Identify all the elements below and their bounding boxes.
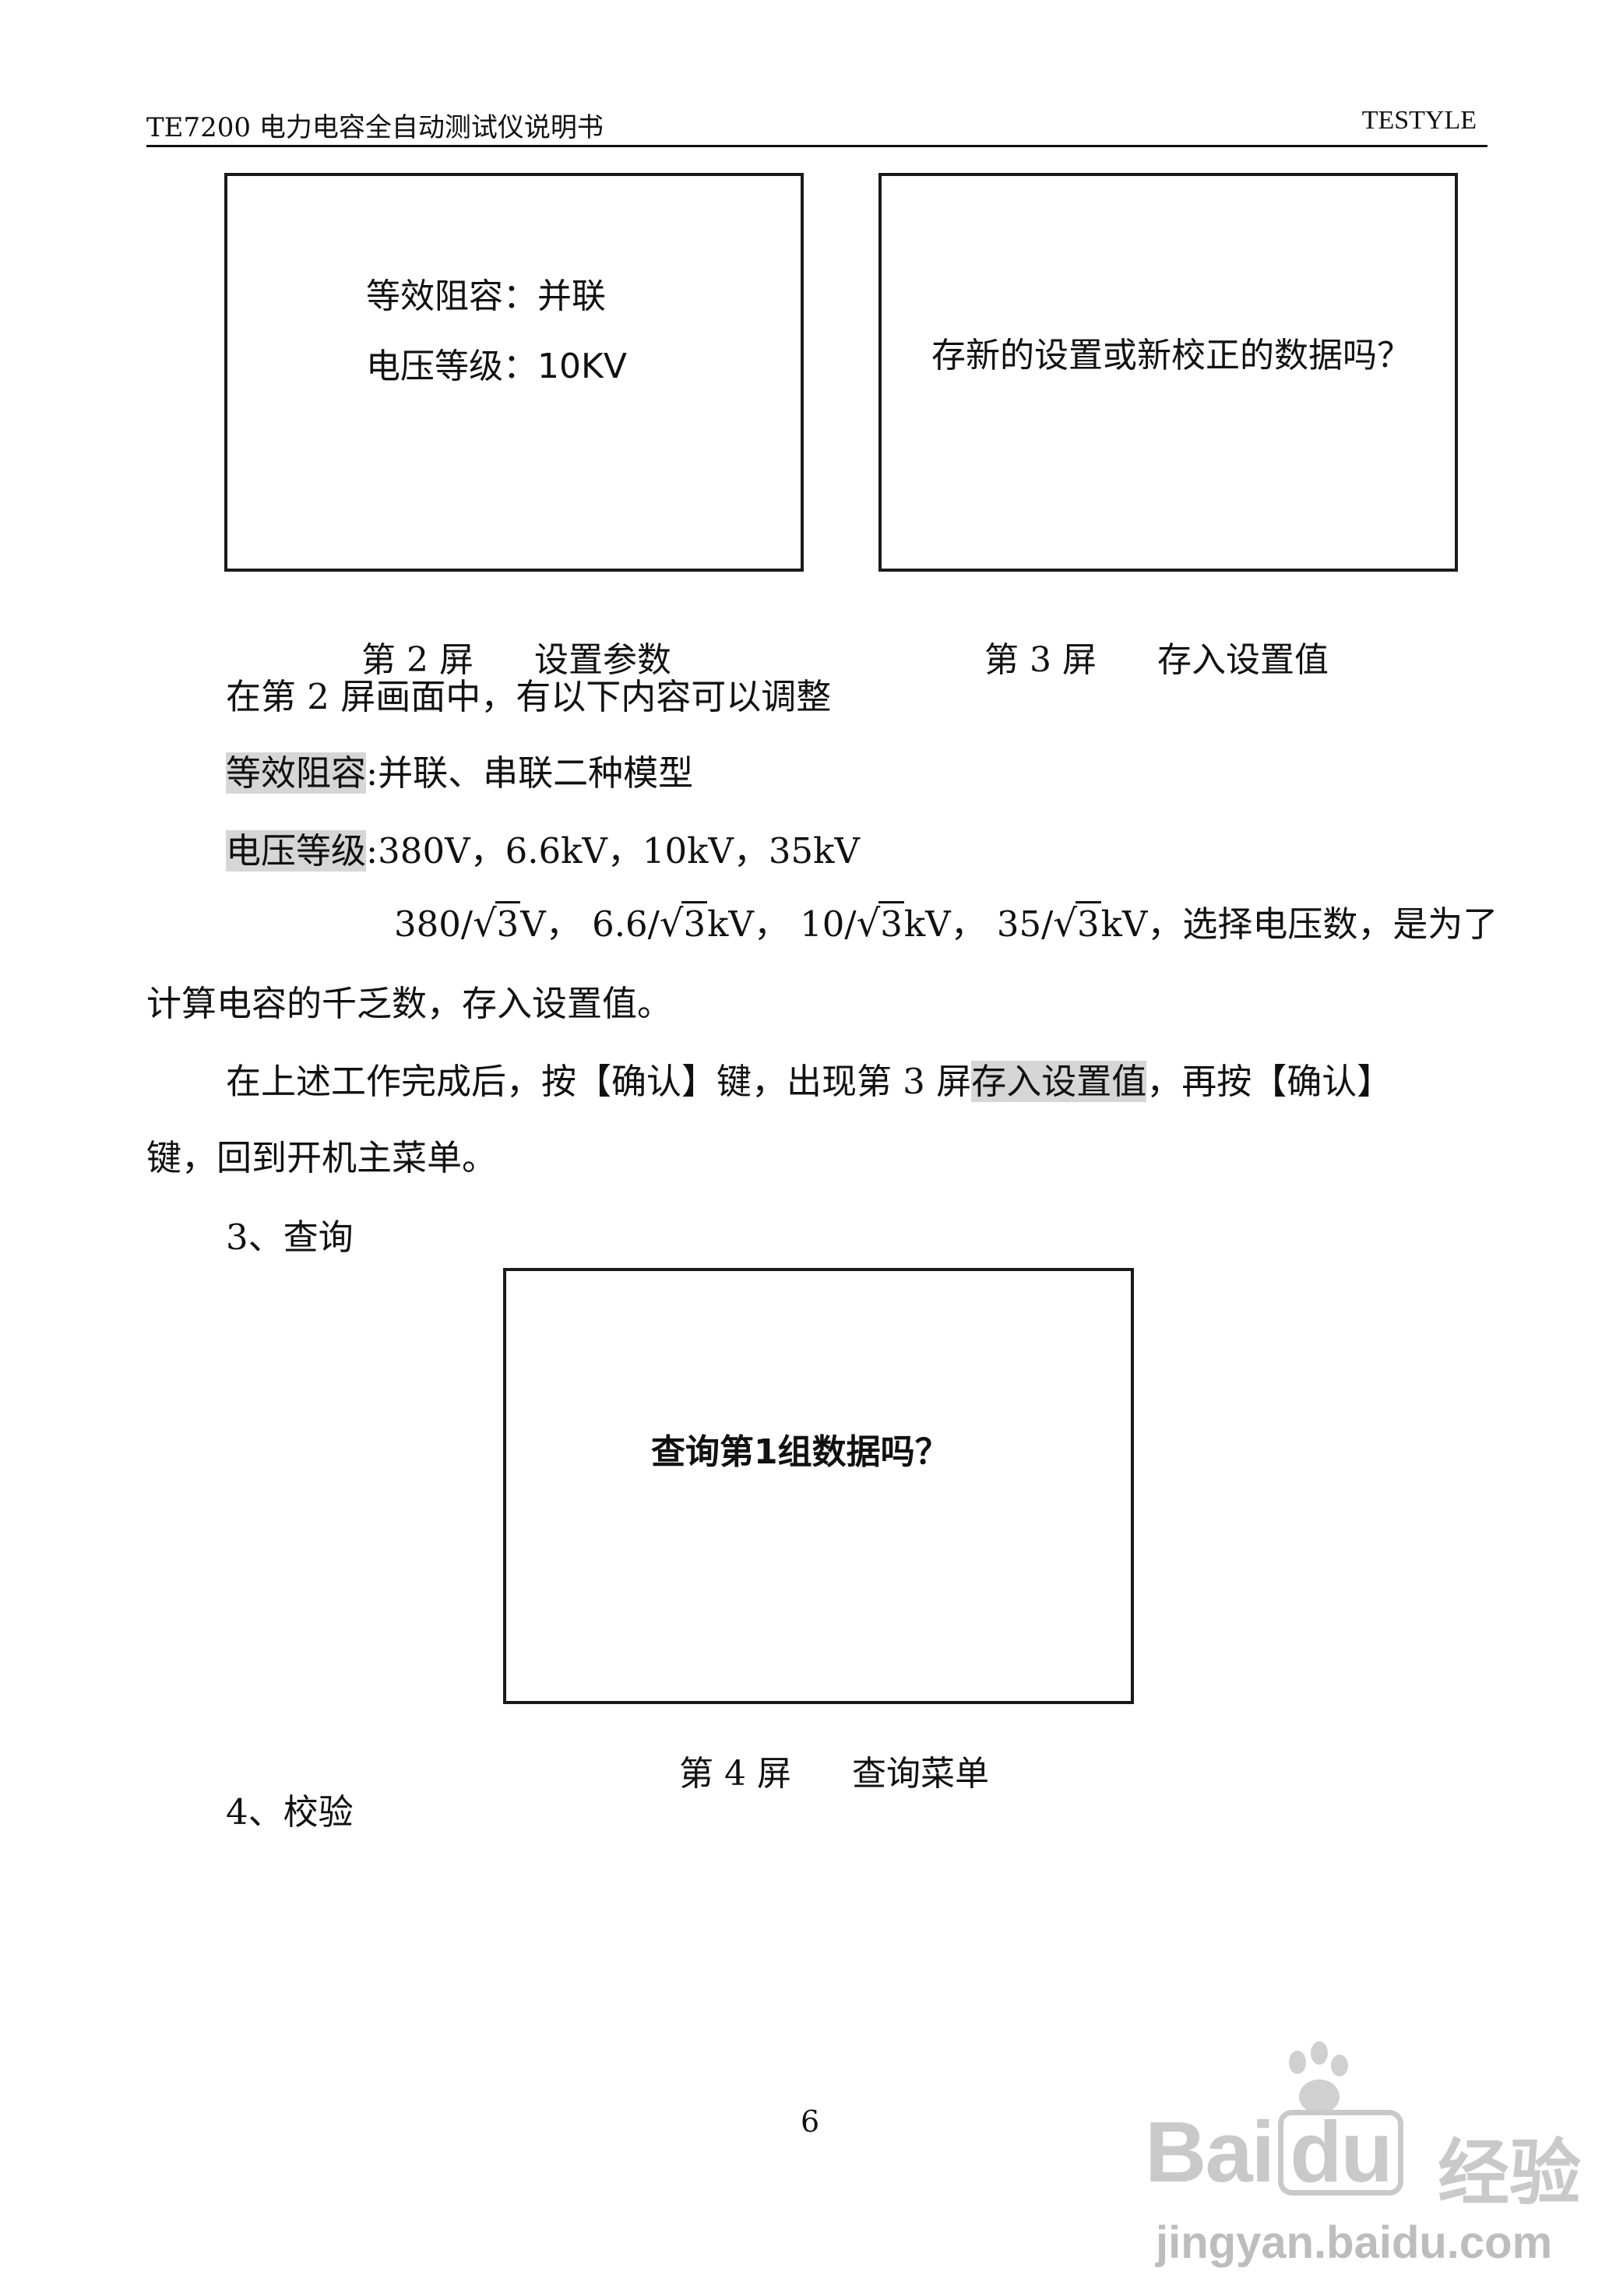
- voltage-380: 380/: [394, 903, 474, 945]
- screen-4-number: 第 4 屏: [678, 1754, 791, 1794]
- paragraph-return-menu: 键，回到开机主菜单。: [146, 1137, 498, 1178]
- screen-4-caption: 第 4 屏 查询菜单: [657, 1706, 989, 1795]
- screen-2-display: 等效阻容：并联 电压等级：10KV: [224, 173, 804, 572]
- equivalent-rc-line: 等效阻容：并联: [366, 276, 606, 316]
- watermark-brand-du: du: [1278, 2110, 1403, 2196]
- screen-4-display: 查询第1组数据吗？: [503, 1268, 1134, 1704]
- header-divider: [146, 145, 1487, 147]
- document-title: TE7200 电力电容全自动测试仪说明书: [146, 112, 604, 143]
- screen-2-title: 设置参数: [533, 640, 671, 680]
- paragraph-confirm-step: 在上述工作完成后，按【确认】键，出现第 3 屏存入设置值，再按【确认】: [226, 1061, 1392, 1102]
- screen-3-number: 第 3 屏: [984, 640, 1097, 680]
- paw-print-icon: [1289, 2041, 1348, 2114]
- equivalent-rc-label: 等效阻容: [226, 752, 367, 794]
- paragraph-voltage-level: 电压等级:380V，6.6kV，10kV，35kV: [226, 822, 860, 873]
- screen-4-title: 查询菜单: [851, 1754, 989, 1794]
- save-settings-prompt: 存新的设置或新校正的数据吗？: [931, 336, 1411, 375]
- query-group-prompt: 查询第1组数据吗？: [651, 1432, 949, 1472]
- paragraph-equivalent-rc: 等效阻容:并联、串联二种模型: [226, 745, 693, 795]
- screen-2-number: 第 2 屏: [361, 640, 474, 680]
- voltage-level-label: 电压等级: [226, 830, 367, 872]
- voltage-35: 35/: [996, 903, 1054, 945]
- voltage-6-6: 6.6/: [592, 903, 660, 945]
- paragraph-root3-voltages: 380/√3V， 6.6/√3kV， 10/√3kV， 35/√3kV，选择电压…: [394, 901, 1498, 946]
- voltage-level-options: :380V，6.6kV，10kV，35kV: [366, 830, 860, 872]
- page-number: 6: [801, 2104, 820, 2139]
- screen-3-display: 存新的设置或新校正的数据吗？: [878, 173, 1458, 572]
- section-query-heading: 3、查询: [226, 1217, 354, 1258]
- watermark-brand: Bai: [1145, 2104, 1275, 2200]
- sqrt3-symbol: √3: [473, 901, 521, 946]
- paragraph-adjustable-items: 在第 2 屏画面中，有以下内容可以调整: [226, 676, 832, 717]
- save-settings-highlight: 存入设置值: [971, 1061, 1147, 1102]
- screen-3-caption: 第 3 屏 存入设置值: [963, 592, 1329, 681]
- sqrt3-symbol: √3: [856, 901, 904, 946]
- voltage-level-line: 电压等级：10KV: [366, 347, 627, 386]
- sqrt3-symbol: √3: [1053, 901, 1101, 946]
- voltage-10: 10/: [800, 903, 857, 945]
- screen-2-caption: 第 2 屏 设置参数: [340, 592, 671, 681]
- watermark-jingyan: 经验: [1438, 2132, 1582, 2215]
- brand-name: TESTYLE: [1361, 106, 1477, 135]
- paragraph-kvar-calc: 计算电容的千乏数，存入设置值。: [146, 983, 673, 1024]
- equivalent-rc-options: :并联、串联二种模型: [366, 752, 694, 794]
- sqrt3-symbol: √3: [659, 901, 708, 946]
- watermark-url: jingyan.baidu.com: [1156, 2217, 1553, 2268]
- screen-3-title: 存入设置值: [1157, 640, 1329, 680]
- section-calibration-heading: 4、校验: [226, 1791, 354, 1833]
